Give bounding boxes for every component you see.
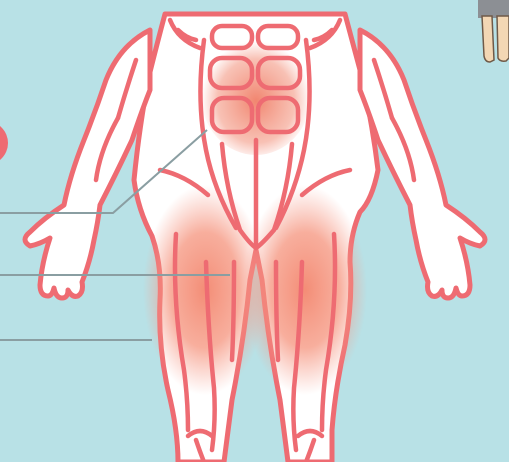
abs-highlight (201, 35, 311, 155)
right-thigh-highlight (243, 185, 367, 395)
